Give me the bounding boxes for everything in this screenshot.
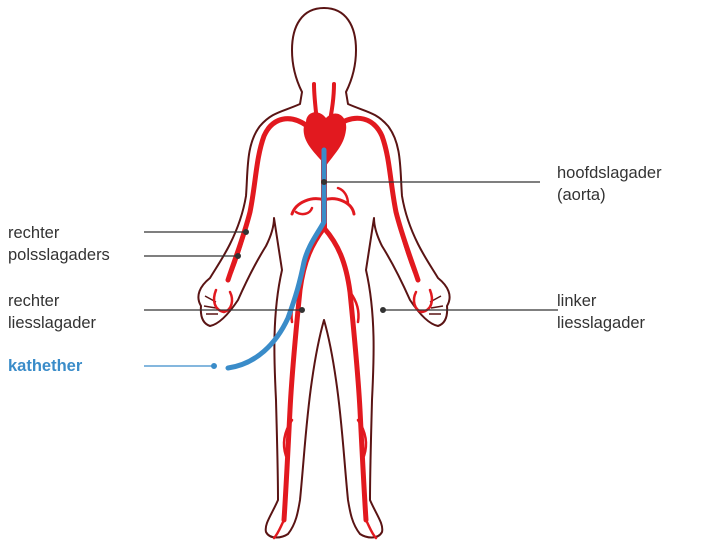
right-groin-label-line2: liesslagader xyxy=(8,312,96,334)
catheter-label: kathether xyxy=(8,355,82,377)
catheter-label-text: kathether xyxy=(8,355,82,377)
leader-dot-left-groin xyxy=(381,308,386,313)
wrist-label-line2: polsslagaders xyxy=(8,244,110,266)
left-groin-label: linker liesslagader xyxy=(557,290,645,334)
aorta-label: hoofdslagader (aorta) xyxy=(557,162,662,206)
leader-dot-wrist-upper xyxy=(244,230,249,235)
right-groin-label-line1: rechter xyxy=(8,290,96,312)
aorta-label-line2: (aorta) xyxy=(557,184,662,206)
left-groin-label-line1: linker xyxy=(557,290,645,312)
wrist-label-line1: rechter xyxy=(8,222,110,244)
wrist-label: rechter polsslagaders xyxy=(8,222,110,266)
body-outline xyxy=(198,8,449,538)
aorta-label-line1: hoofdslagader xyxy=(557,162,662,184)
leader-dot-aorta xyxy=(322,180,327,185)
leader-dot-wrist-lower xyxy=(236,254,241,259)
leader-dot-catheter xyxy=(212,364,217,369)
leader-dot-right-groin xyxy=(300,308,305,313)
left-groin-label-line2: liesslagader xyxy=(557,312,645,334)
right-groin-label: rechter liesslagader xyxy=(8,290,96,334)
